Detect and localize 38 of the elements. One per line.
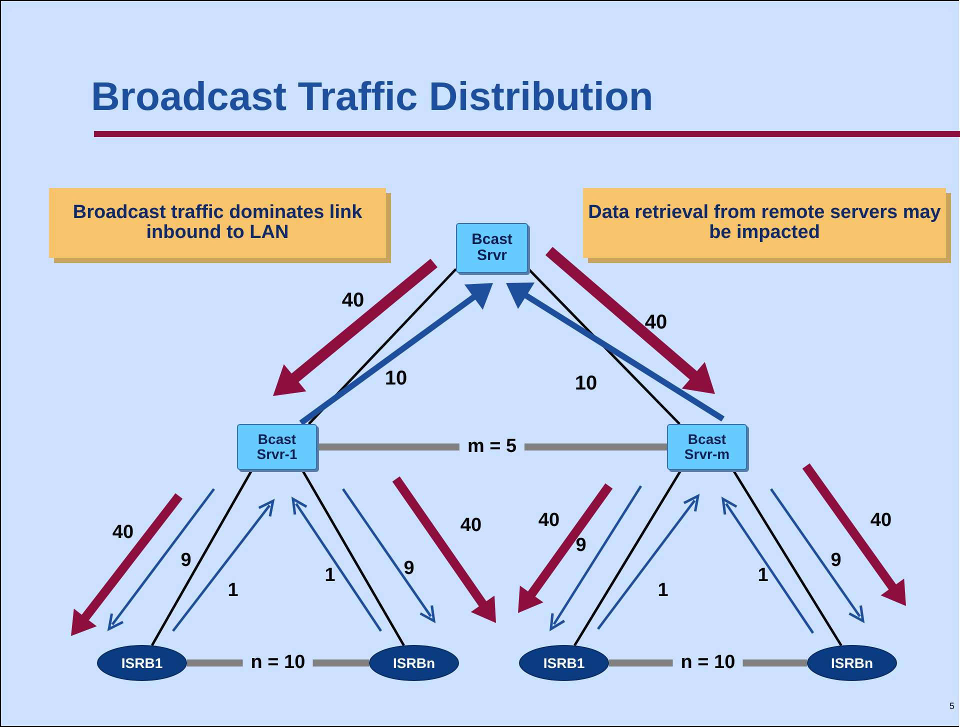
connection-line [301, 469, 405, 646]
traffic-value: 10 [384, 368, 408, 390]
connection-line [527, 268, 680, 425]
node-text: ISRB1 [542, 656, 586, 670]
traffic-value: 40 [538, 510, 560, 532]
title: Broadcast Traffic Distribution [91, 75, 654, 120]
connection-line [150, 469, 253, 646]
server-box [667, 424, 747, 470]
traffic-value: 9 [576, 535, 586, 557]
node-text: Bcast Srvr-1 [256, 432, 298, 462]
connection-line [732, 469, 842, 646]
node-text: ISRBn [830, 656, 874, 670]
note-box [583, 188, 946, 258]
traffic-value: 9 [180, 550, 192, 572]
connection-line [308, 268, 457, 425]
traffic-value: 40 [460, 515, 482, 537]
traffic-value: 40 [644, 312, 668, 334]
traffic-value: 1 [228, 580, 238, 602]
note-box [49, 188, 386, 258]
traffic-value: 9 [830, 550, 842, 572]
traffic-value: 40 [342, 290, 364, 312]
connection-line [574, 469, 682, 646]
traffic-value: 1 [658, 580, 668, 602]
node-text: Bcast Srvr [470, 232, 514, 264]
node-text: ISRBn [392, 656, 436, 670]
node-text: Broadcast traffic dominates link inbound to LAN [72, 203, 364, 243]
node-text: Data retrieval from remote servers may be impacted [587, 203, 942, 243]
node-text: Bcast Srvr-m [683, 432, 731, 462]
traffic-value: 40 [870, 510, 892, 532]
traffic-value: 10 [574, 372, 598, 396]
traffic-value: 1 [324, 565, 336, 587]
traffic-value: 40 [112, 522, 134, 544]
server-box [456, 223, 528, 273]
page-number: 5 [950, 701, 954, 711]
node-text: ISRB1 [120, 656, 164, 670]
server-box [237, 424, 317, 470]
traffic-value: 1 [758, 565, 768, 587]
traffic-value: 9 [404, 558, 414, 580]
